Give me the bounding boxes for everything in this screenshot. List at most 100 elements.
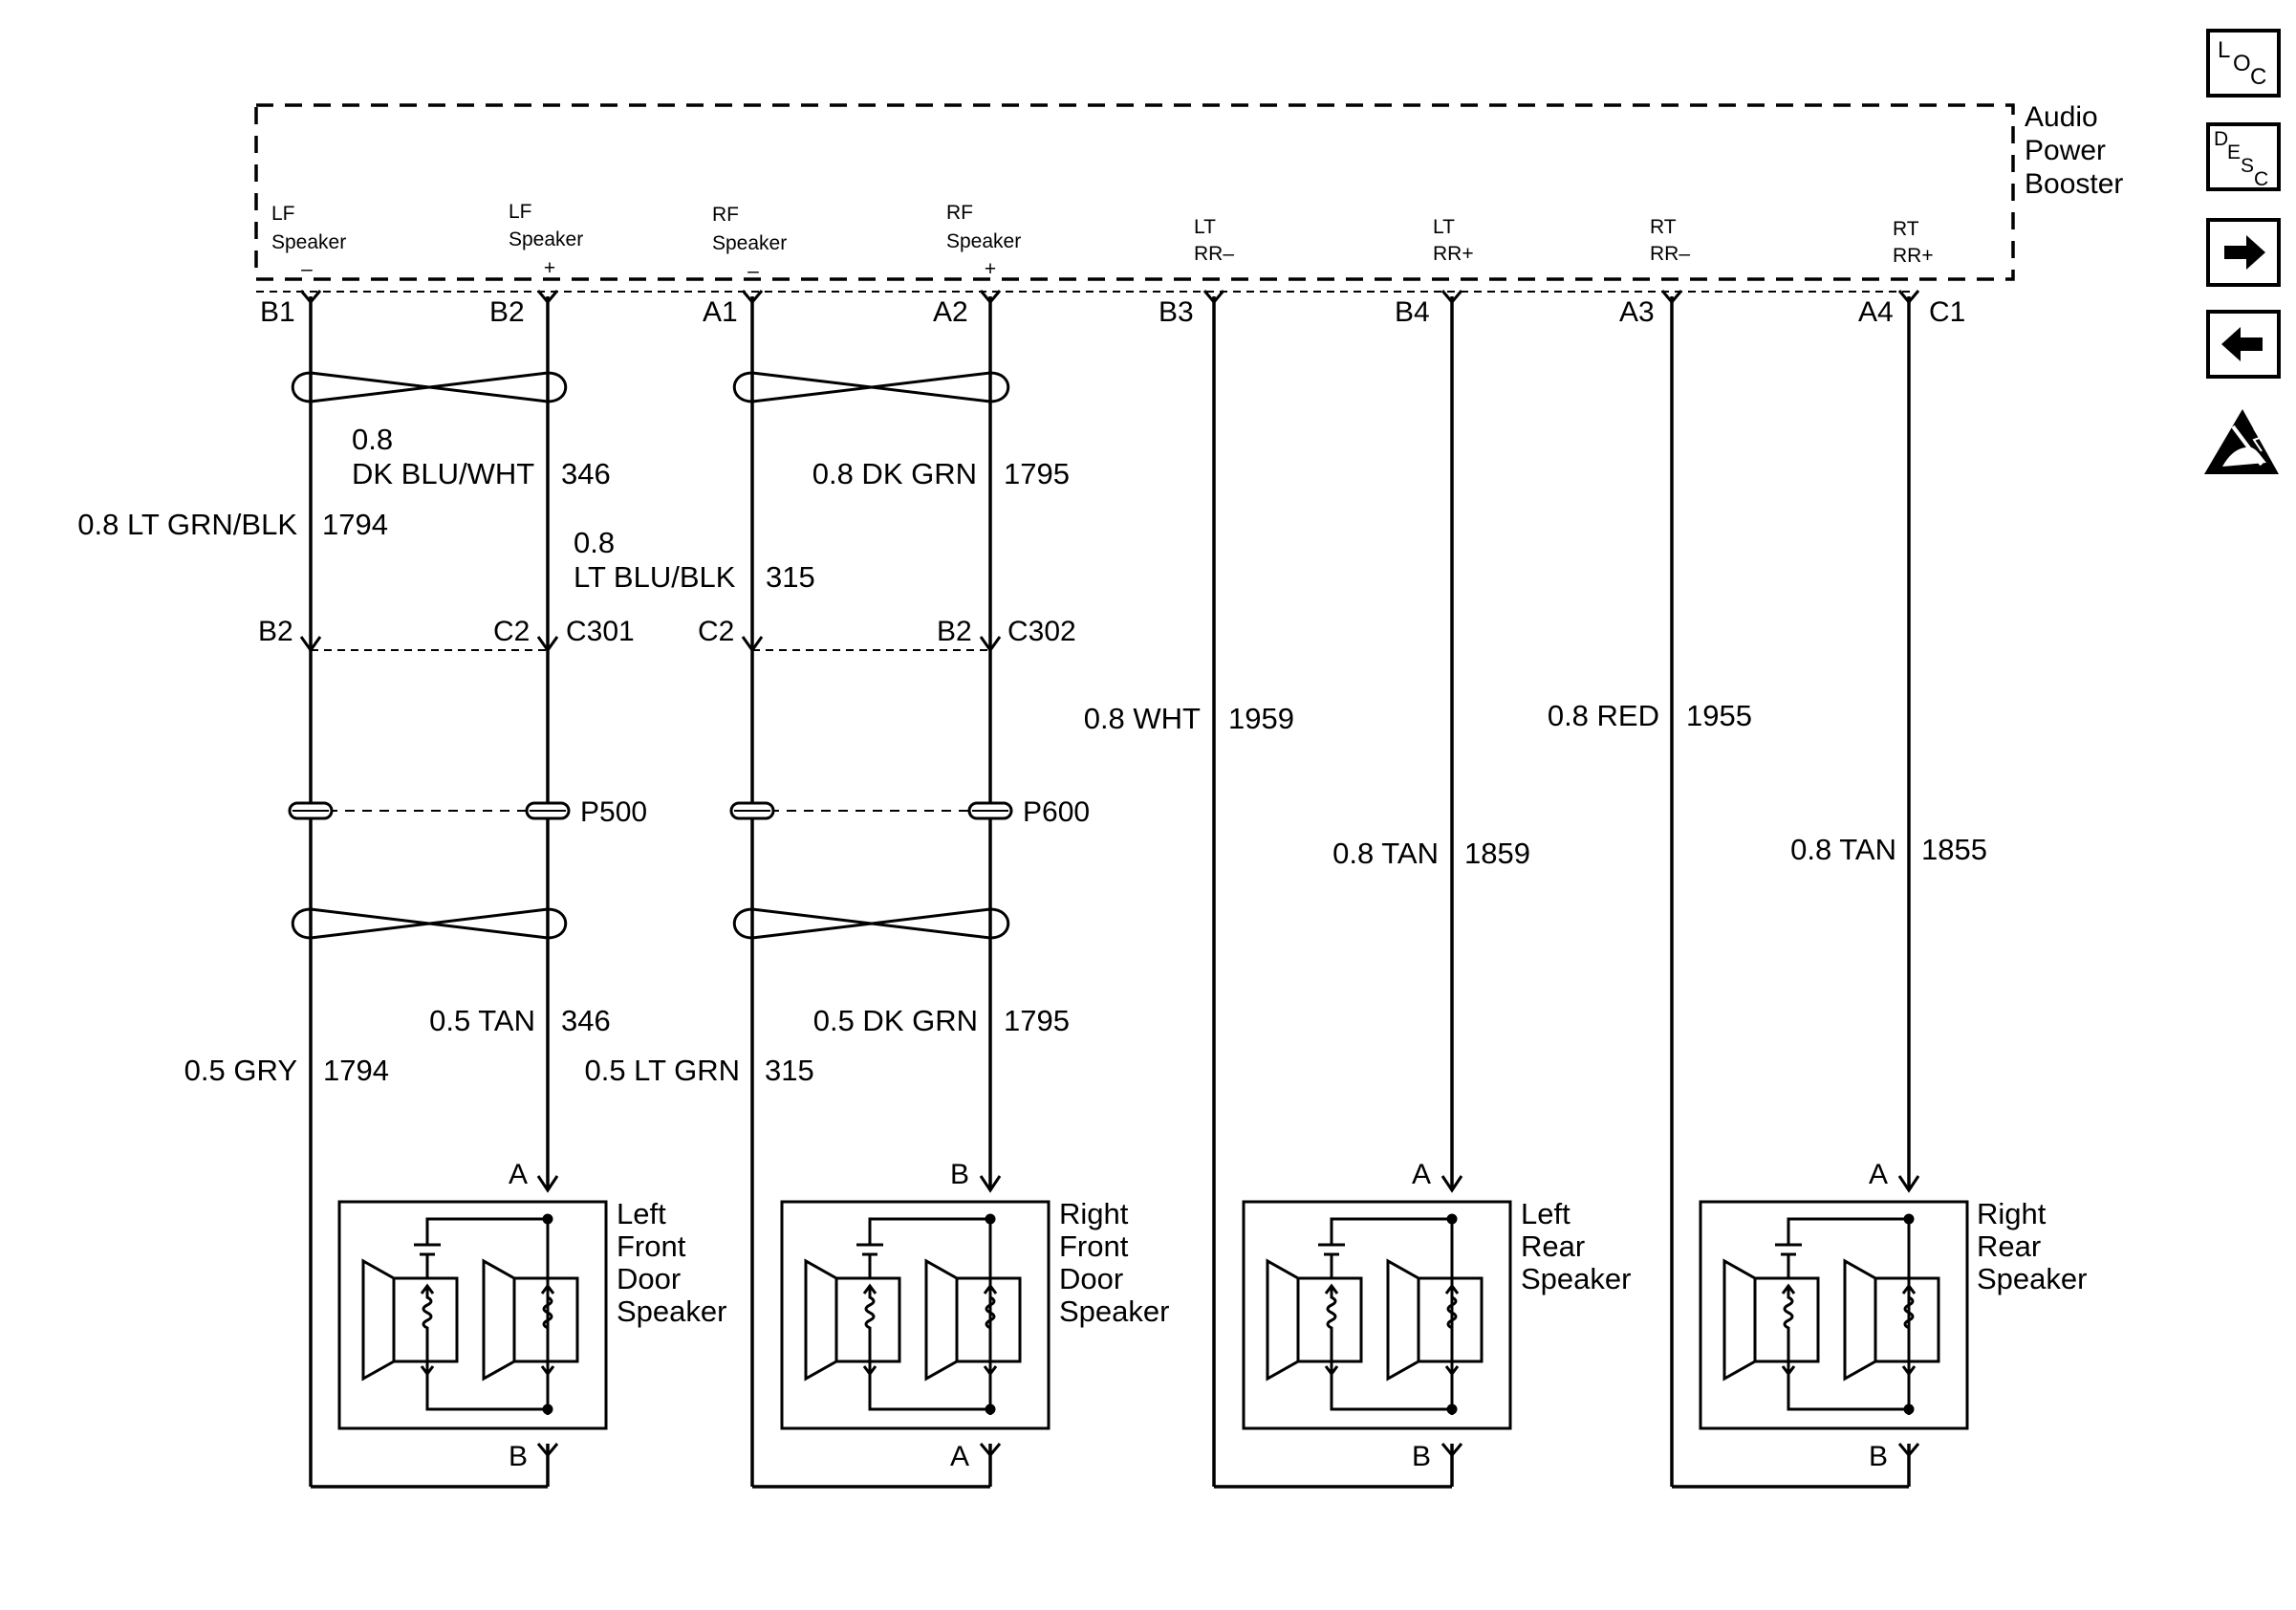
speaker-lf-bottom-pin: B	[509, 1441, 528, 1472]
speaker-right-front: B A Right Front Door Speaker	[780, 1159, 1169, 1472]
term-2-l1: LF	[509, 201, 532, 223]
wire-315-color: LT BLU/BLK	[574, 560, 736, 594]
wire-1794-circuit: 1794	[322, 508, 388, 541]
speaker-icon	[1722, 1213, 1940, 1417]
chevron-icon	[536, 290, 559, 305]
term-7-l1: RT	[1650, 216, 1677, 238]
wire-315-lower-color: 0.5 LT GRN	[584, 1054, 740, 1087]
c302-name: C302	[1007, 616, 1076, 647]
c302-pin-right: B2	[937, 616, 972, 647]
chevron-icon	[979, 1175, 1002, 1193]
chevron-icon	[1440, 1175, 1463, 1193]
term-6-l1: LT	[1433, 216, 1455, 238]
twisted-pair-symbols	[291, 371, 1010, 940]
wire-1855-circuit: 1855	[1921, 833, 1987, 866]
term-8-l2: RR+	[1893, 245, 1934, 267]
speaker-lr-name-2: Rear	[1521, 1229, 1585, 1263]
nav-desc-button[interactable]: D E S C	[2206, 122, 2281, 191]
term-1-l3: –	[301, 258, 313, 280]
upper-wire-labels: 0.8 LT GRN/BLK 1794 0.8 DK BLU/WHT 346 0…	[77, 423, 1987, 870]
speaker-rr-name: Right Rear Speaker	[1977, 1197, 2087, 1295]
speaker-lr-name-3: Speaker	[1521, 1262, 1631, 1295]
term-1-l1: LF	[271, 203, 295, 225]
wire-1959-color: 0.8 WHT	[1084, 702, 1201, 735]
pin-label-2: B2	[489, 296, 525, 328]
speaker-rf-name-3: Door	[1059, 1262, 1123, 1295]
c301-pin-right: C2	[493, 616, 530, 647]
pin-label-5: B3	[1159, 296, 1194, 328]
chevron-icon	[979, 636, 1002, 653]
wire-346-size: 0.8	[352, 423, 393, 456]
twisted-pair-icon	[291, 371, 568, 403]
chevron-icon	[536, 636, 559, 653]
speaker-rf-name-1: Right	[1059, 1197, 1129, 1230]
speaker-rf-bottom-pin: A	[950, 1441, 969, 1472]
speaker-lf-name-2: Front	[617, 1229, 686, 1263]
wire-1794-lower-color: 0.5 GRY	[184, 1054, 297, 1087]
speaker-icon	[1266, 1213, 1484, 1417]
chevron-icon	[1440, 1443, 1463, 1458]
speaker-rf-name-4: Speaker	[1059, 1295, 1169, 1328]
wire-346-color: DK BLU/WHT	[352, 457, 534, 490]
speaker-left-rear: A B Left Rear Speaker	[1242, 1159, 1631, 1472]
loc-c: C	[2250, 64, 2266, 90]
desc-c: C	[2254, 168, 2268, 190]
booster-pin-labels: B1 B2 A1 A2 B3 B4 A3 A4 C1	[260, 296, 1965, 328]
chevron-icon	[979, 1443, 1002, 1458]
booster-terminal-labels: LF Speaker – LF Speaker + RF Speaker – R…	[271, 201, 1934, 282]
speaker-icon	[804, 1213, 1022, 1417]
term-8-l1: RT	[1893, 218, 1919, 240]
booster-outline	[254, 103, 2015, 281]
chevron-icon	[979, 290, 1002, 305]
wires	[309, 296, 1911, 1489]
term-3-l1: RF	[712, 204, 739, 226]
speaker-lr-name: Left Rear Speaker	[1521, 1197, 1631, 1295]
term-4-l3: +	[985, 258, 996, 280]
booster-name-2: Power	[2025, 135, 2106, 166]
esd-warning-icon	[2204, 409, 2279, 474]
wire-1855-color: 0.8 TAN	[1790, 833, 1896, 866]
wire-346-circuit: 346	[561, 457, 611, 490]
speaker-lf-name-3: Door	[617, 1262, 681, 1295]
c301-pin-left: B2	[258, 616, 293, 647]
speaker-rr-name-1: Right	[1977, 1197, 2047, 1230]
speaker-rr-bottom-pin: B	[1869, 1441, 1888, 1472]
pin-label-1: B1	[260, 296, 295, 328]
term-3-l2: Speaker	[712, 232, 787, 254]
speaker-box	[1699, 1200, 1969, 1430]
wire-1955-color: 0.8 RED	[1548, 699, 1659, 732]
connector-label-c1: C1	[1929, 296, 1965, 328]
twisted-pair-icon	[291, 907, 568, 940]
pin-label-7: A3	[1619, 296, 1655, 328]
arrow-left-icon	[2221, 327, 2263, 361]
wire-1795-lower-circuit: 1795	[1004, 1004, 1070, 1037]
term-2-l2: Speaker	[509, 228, 583, 250]
term-4-l1: RF	[946, 202, 973, 224]
twisted-pair-icon	[732, 371, 1010, 403]
term-3-l3: –	[747, 260, 759, 282]
wire-1959-circuit: 1959	[1228, 702, 1294, 735]
pin-label-6: B4	[1395, 296, 1430, 328]
desc-d: D	[2214, 128, 2228, 150]
desc-e: E	[2227, 141, 2241, 163]
pin-label-3: A1	[703, 296, 738, 328]
speaker-lf-name: Left Front Door Speaker	[617, 1197, 726, 1328]
speaker-lf-name-1: Left	[617, 1197, 666, 1230]
chevron-icon	[536, 1443, 559, 1458]
nav-next-button[interactable]	[2206, 218, 2281, 287]
audio-power-booster: Audio Power Booster	[254, 101, 2123, 293]
nav-prev-button[interactable]	[2206, 310, 2281, 379]
chevron-icon	[1897, 1175, 1920, 1193]
p500-name: P500	[580, 796, 647, 828]
speaker-lr-top-pin: A	[1412, 1159, 1431, 1190]
speaker-rf-name-2: Front	[1059, 1229, 1129, 1263]
chevron-icon	[536, 1175, 559, 1193]
speaker-rf-name: Right Front Door Speaker	[1059, 1197, 1169, 1328]
speaker-rr-name-2: Rear	[1977, 1229, 2041, 1263]
speaker-rr-top-pin: A	[1869, 1159, 1888, 1190]
wire-1795-lower-color: 0.5 DK GRN	[813, 1004, 978, 1037]
wire-1955-circuit: 1955	[1686, 699, 1752, 732]
nav-loc-button[interactable]: L O C	[2206, 29, 2281, 98]
speaker-box	[780, 1200, 1051, 1430]
chevron-icon	[741, 636, 764, 653]
